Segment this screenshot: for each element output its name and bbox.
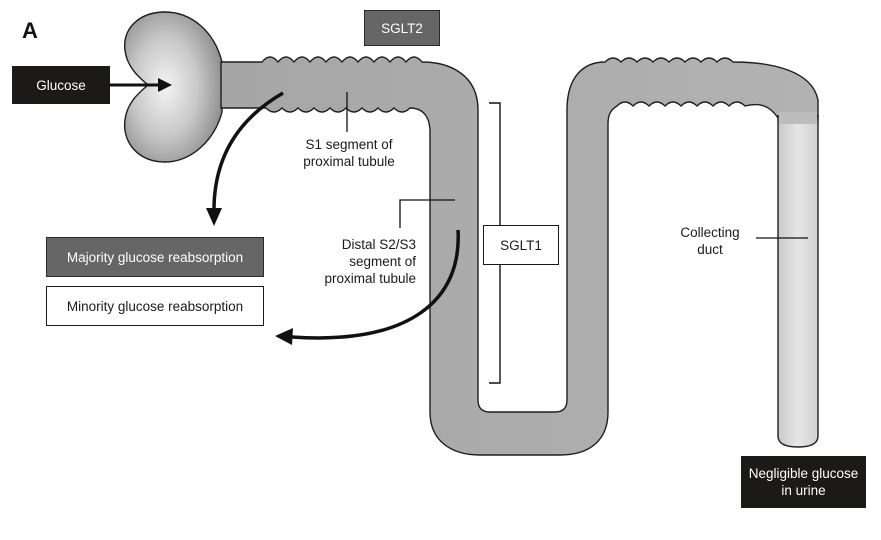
distal-line1: Distal S2/S3 <box>341 237 416 252</box>
glucose-arrow-head <box>158 78 172 92</box>
distal-line2: segment of <box>349 254 416 269</box>
collecting-duct <box>777 115 819 448</box>
minority-arrow-head <box>275 328 293 345</box>
bowmans-capsule <box>123 11 223 163</box>
s1-segment-label: S1 segment of proximal tubule <box>284 136 414 170</box>
sglt1-label: SGLT1 <box>483 225 559 265</box>
majority-reabsorption-arrow <box>212 91 284 211</box>
urine-line2: in urine <box>781 483 826 498</box>
urine-line1: Negligible glucose <box>748 466 859 481</box>
majority-reabsorption-label: Majority glucose reabsorption <box>46 237 264 277</box>
minority-reabsorption-label: Minority glucose reabsorption <box>46 286 264 326</box>
distal-leader-line <box>399 199 455 228</box>
proximal-tubule-and-loop <box>220 56 819 456</box>
collecting-duct-label: Collecting duct <box>670 224 750 258</box>
distal-line3: proximal tubule <box>324 271 416 286</box>
collecting-line1: Collecting <box>680 225 740 240</box>
sglt2-label: SGLT2 <box>364 10 440 46</box>
s1-segment-line2: proximal tubule <box>303 154 395 169</box>
distal-segment-label: Distal S2/S3 segment of proximal tubule <box>306 236 416 287</box>
collecting-line2: duct <box>697 242 723 257</box>
urine-label: Negligible glucose in urine <box>741 456 866 508</box>
glucose-label: Glucose <box>12 66 110 104</box>
s1-segment-line1: S1 segment of <box>305 137 393 152</box>
minority-reabsorption-arrow <box>291 229 460 340</box>
collecting-duct-top-cover <box>779 112 817 124</box>
majority-arrow-head <box>206 208 222 226</box>
panel-label: A <box>22 18 38 43</box>
